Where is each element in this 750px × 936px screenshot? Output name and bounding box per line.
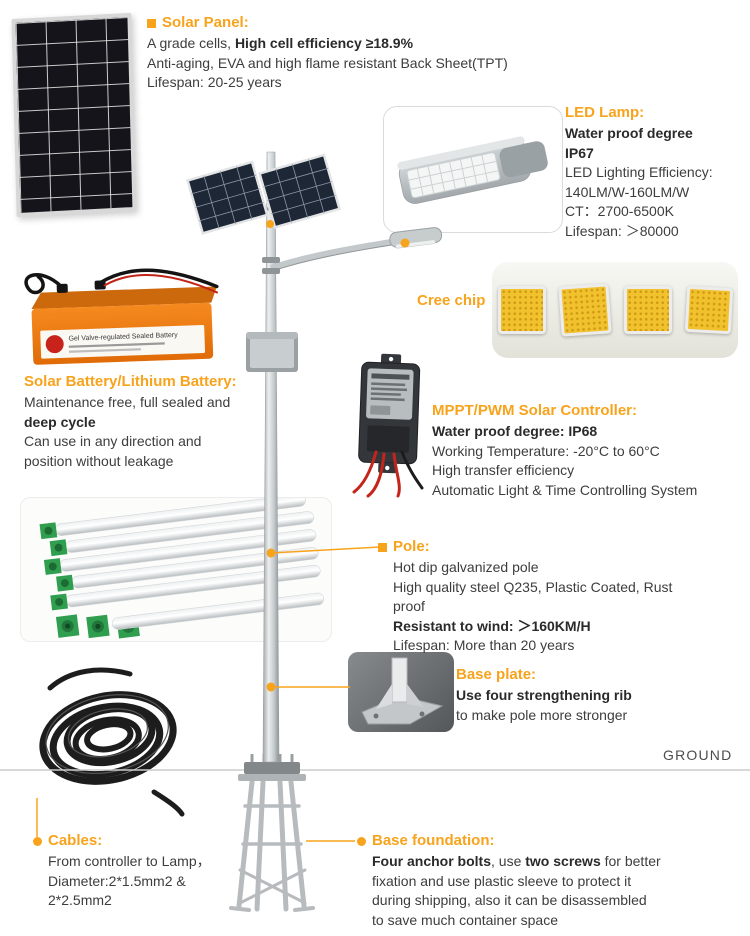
pole-photo (20, 497, 332, 642)
text-segment: two screws (525, 853, 601, 869)
controller-line: Water proof degree: IP68 (432, 423, 598, 439)
battery-line: Maintenance free, full sealed and (24, 394, 231, 410)
solar-panel-image (11, 12, 137, 218)
pole-solar-panels (186, 153, 341, 235)
pole-line: proof (393, 598, 425, 614)
base-plate-photo (348, 652, 454, 732)
pole-title-row: Pole: (378, 537, 750, 557)
bullet-icon (378, 542, 387, 552)
base-plate-title-row: Base plate: (456, 665, 748, 685)
battery-image: Gel Valve-regulated Sealed Battery (24, 268, 219, 365)
callout-controller: MPPT/PWM Solar Controller: Water proof d… (432, 401, 748, 500)
solar-panel-line: A grade cells, High cell efficiency ≥18.… (147, 34, 559, 54)
base-plate-line: to make pole more stronger (456, 706, 628, 723)
pole-line: Resistant to wind: ＞160KM/H (393, 617, 591, 634)
base-foundation-line: Four anchor bolts, use two screws for be… (357, 852, 750, 872)
led-lamp-line: LED Lighting Efficiency: (565, 164, 713, 180)
led-chip (684, 285, 734, 335)
callout-base-plate: Base plate: Use four strengthening rib t… (456, 665, 748, 725)
callout-cree-chip: Cree chip (417, 291, 485, 312)
ground-label: GROUND (663, 747, 733, 763)
led-chip (624, 286, 672, 334)
pole-line: High quality steel Q235, Plastic Coated,… (393, 578, 673, 595)
controller-title-row: MPPT/PWM Solar Controller: (432, 401, 748, 421)
led-chip (498, 286, 546, 334)
text-segment: for better (600, 853, 661, 869)
base-plate-line: Use four strengthening rib (456, 687, 632, 703)
battery-title: Solar Battery/Lithium Battery: (24, 373, 237, 390)
battery-line: Can use in any direction and (24, 433, 202, 449)
solar-panel-line: Anti-aging, EVA and high flame resistant… (147, 54, 508, 71)
led-lamp-photo (383, 106, 563, 233)
base-foundation-line: during shipping, also it can be disassem… (372, 892, 647, 908)
controller-line: Automatic Light & Time Controlling Syste… (432, 481, 698, 498)
battery-label-text: Gel Valve-regulated Sealed Battery (68, 332, 178, 343)
solar-panel-title-row: Solar Panel: (147, 13, 559, 33)
base-foundation-title: Base foundation: (372, 832, 495, 849)
led-lamp-line: CT：2700-6500K (565, 203, 674, 219)
solar-panel-line: Lifespan: 20-25 years (147, 74, 282, 90)
led-lamp-title: LED Lamp: (565, 104, 645, 121)
cables-line: From controller to Lamp， (48, 853, 211, 869)
solar-panel-photo (6, 10, 146, 222)
callout-pole: Pole: Hot dip galvanized pole High quali… (378, 537, 750, 656)
base-foundation-line: to save much container space (372, 911, 558, 928)
solar-panel-title: Solar Panel: (162, 14, 249, 31)
led-lamp-line: Lifespan: ＞80000 (565, 222, 679, 239)
led-chip (558, 283, 612, 337)
pole-line: Hot dip galvanized pole (393, 559, 539, 575)
base-plate-image (361, 657, 444, 725)
cable-coil-image (39, 667, 185, 817)
cree-chip-title-row: Cree chip (417, 291, 485, 311)
cree-chip-title: Cree chip (417, 292, 486, 309)
battery-photo: Gel Valve-regulated Sealed Battery (10, 248, 222, 372)
callout-base-foundation: Base foundation: Four anchor bolts, use … (357, 831, 750, 930)
bullet-icon (33, 836, 42, 846)
callout-battery: Solar Battery/Lithium Battery: Maintenan… (24, 372, 264, 471)
cree-chip-photo (492, 262, 738, 358)
led-lamp-line: 140LM/W-160LM/W (565, 183, 690, 200)
text-segment: , use (491, 853, 526, 869)
callout-solar-panel: Solar Panel: A grade cells, High cell ef… (147, 13, 559, 93)
text-segment: High cell efficiency ≥18.9% (234, 35, 414, 51)
bullet-icon (147, 18, 156, 28)
cables-line: Diameter:2*1.5mm2 & (48, 872, 186, 889)
pole-line: Lifespan: More than 20 years (393, 637, 575, 653)
cables-title: Cables: (48, 832, 103, 849)
controller-line: Working Temperature: -20°C to 60°C (432, 442, 660, 459)
controller-title: MPPT/PWM Solar Controller: (432, 402, 638, 419)
callout-cables: Cables: From controller to Lamp， Diamete… (33, 831, 258, 911)
cables-line: 2*2.5mm2 (48, 892, 112, 908)
bullet-icon (357, 836, 366, 846)
base-plate-title: Base plate: (456, 666, 537, 683)
led-lamp-line: Water proof degree (565, 125, 693, 141)
battery-line: position without leakage (24, 452, 174, 469)
led-lamp-image (397, 136, 548, 204)
lamp-arm (262, 238, 399, 274)
controller-image (352, 353, 424, 498)
led-lamp-title-row: LED Lamp: (565, 103, 747, 123)
controller-photo (340, 348, 436, 498)
base-foundation-line: fixation and use plastic sleeve to prote… (372, 872, 632, 889)
text-segment: A grade cells, (147, 35, 235, 51)
cables-title-row: Cables: (33, 831, 258, 851)
led-lamp-line: IP67 (565, 144, 594, 161)
base-foundation-title-row: Base foundation: (357, 831, 750, 851)
pole-base-plate (238, 754, 306, 781)
callout-led-lamp: LED Lamp: Water proof degree IP67 LED Li… (565, 103, 747, 241)
controller-line: High transfer efficiency (432, 462, 575, 478)
pole-battery-box (246, 332, 298, 372)
battery-title-row: Solar Battery/Lithium Battery: (24, 372, 264, 392)
pole-stack-image (39, 498, 325, 639)
pole-shaft (262, 151, 280, 763)
battery-line: deep cycle (24, 413, 96, 430)
text-segment: Four anchor bolts (372, 853, 491, 869)
pole-title: Pole: (393, 538, 430, 555)
cables-photo (26, 650, 188, 818)
